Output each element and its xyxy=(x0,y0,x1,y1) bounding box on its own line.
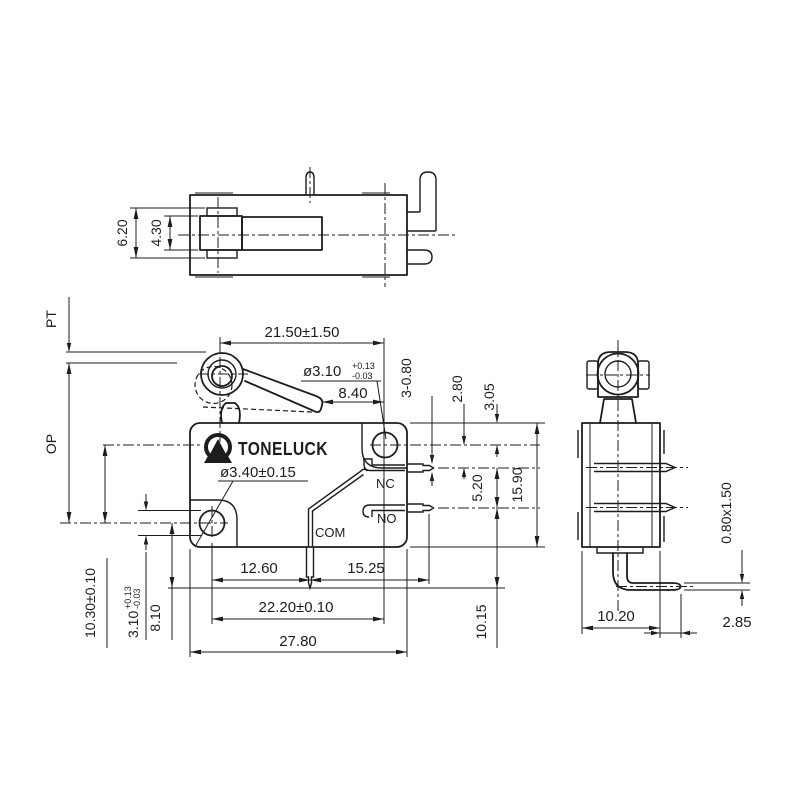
dim-body-height: 15.90 xyxy=(509,467,525,502)
top-view-extension-lines xyxy=(130,207,205,259)
dim-holes-span: 22.20±0.10 xyxy=(259,599,334,616)
top-view-lever-shaft xyxy=(241,216,323,251)
dim-no-to-end: 10.15 xyxy=(473,604,489,639)
side-centerlines xyxy=(586,340,696,612)
top-view-roller-flange-bottom xyxy=(206,249,238,259)
dim-hole-top-tol-minus: -0.03 xyxy=(352,371,373,381)
dim-top-to-cl: 3.05 xyxy=(481,383,497,410)
lever-pressed-position xyxy=(202,406,313,413)
logo-triangle-icon xyxy=(209,439,227,456)
side-terminal-step xyxy=(596,547,644,554)
roller-pressed-position xyxy=(194,365,233,405)
top-view-roller-flange-top xyxy=(206,207,238,217)
label-nc: NC xyxy=(376,476,395,491)
hole-top-boss xyxy=(361,423,407,469)
label-com: COM xyxy=(315,525,345,540)
dim-hole-to-com: 12.60 xyxy=(240,560,278,577)
logo-base-icon xyxy=(204,456,232,463)
dim-hole-top-value: ø3.10 xyxy=(303,363,341,380)
dim-lever-length: 21.50±1.50 xyxy=(265,324,340,341)
dim-flange-width: 6.20 xyxy=(114,219,130,246)
lever-arm xyxy=(242,368,324,414)
front-body-outline xyxy=(189,422,408,548)
side-bent-terminal xyxy=(612,552,682,591)
toneluck-logo xyxy=(204,433,232,463)
dim-hole-to-nc: 2.80 xyxy=(449,375,465,402)
top-view-roller xyxy=(199,215,243,251)
label-op: OP xyxy=(43,434,59,454)
side-neck xyxy=(599,398,637,424)
pt-arrow xyxy=(66,343,72,352)
top-view-edge-details xyxy=(195,192,390,278)
com-terminal-pin xyxy=(305,547,315,591)
dim-roller-width: 4.30 xyxy=(148,219,164,246)
dim-hole-bl-tol-plus: +0.13 xyxy=(123,586,133,609)
side-view: 0.80x1.50 10.20 2.85 xyxy=(577,340,752,638)
dim-hole-bl-dia: 3.10 +0.13 -0.03 xyxy=(123,586,142,638)
no-terminal-pin xyxy=(407,503,435,513)
dim-slot: 3-0.80 xyxy=(398,358,414,398)
dim-hole-bottom-dia: ø3.40±0.15 xyxy=(220,464,296,481)
dim-com-to-tip: 15.25 xyxy=(347,560,385,577)
front-view: PT OP TONELUCK NC NO COM xyxy=(43,297,545,657)
slot-arrows xyxy=(429,455,435,481)
dim-hole-bl-value: 3.10 xyxy=(125,611,141,638)
roller-inner xyxy=(211,365,233,387)
nc-terminal-pin xyxy=(407,463,435,473)
brand-name: TONELUCK xyxy=(238,439,328,459)
dim-hole-top-leader xyxy=(301,380,387,440)
no-contact xyxy=(362,504,405,518)
dim-3-05-arrows xyxy=(494,414,500,454)
hole-bottom-boss xyxy=(190,499,238,547)
plunger xyxy=(220,402,241,424)
dim-hole-top-dia: ø3.10 +0.13 -0.03 xyxy=(301,361,387,440)
dim-hole-bottom-leader xyxy=(195,480,308,546)
top-view-lower-tab xyxy=(407,249,433,265)
dim-tip-to-hole: 8.40 xyxy=(338,385,367,402)
label-pt: PT xyxy=(43,310,59,328)
dim-cl-to-end: 8.10 xyxy=(147,604,163,631)
dim-hole-bl-tol-minus: -0.03 xyxy=(132,588,142,609)
pin-section-arrows xyxy=(739,574,745,599)
label-no: NO xyxy=(377,511,397,526)
dim-bend-offset: 2.85 xyxy=(722,614,751,631)
dim-3-10-arrows xyxy=(143,501,149,545)
top-view-centerlines xyxy=(178,167,455,287)
side-body-inner-lines xyxy=(589,423,653,547)
dim-2-80-arrows xyxy=(461,436,467,477)
dim-nc-to-no: 5.20 xyxy=(469,474,485,501)
side-body-outline xyxy=(581,422,661,548)
top-view-hook-terminal xyxy=(407,171,437,232)
dim-hole-top-tol-plus: +0.13 xyxy=(352,361,375,371)
dim-pin-section: 0.80x1.50 xyxy=(718,482,734,544)
side-body-tabs xyxy=(577,430,665,542)
actuator-position-lines xyxy=(66,351,206,364)
top-view: 6.20 4.30 xyxy=(114,167,455,287)
moving-spring xyxy=(307,468,368,546)
dim-holes-vertical: 10.30±0.10 xyxy=(82,568,98,638)
side-extension-lines xyxy=(581,551,750,638)
roller-centerlines xyxy=(198,337,248,442)
dim-2-85-arrows xyxy=(651,630,690,636)
front-centerlines xyxy=(60,444,540,540)
dim-body-depth: 10.20 xyxy=(597,608,635,625)
dim-body-width: 27.80 xyxy=(279,633,317,650)
